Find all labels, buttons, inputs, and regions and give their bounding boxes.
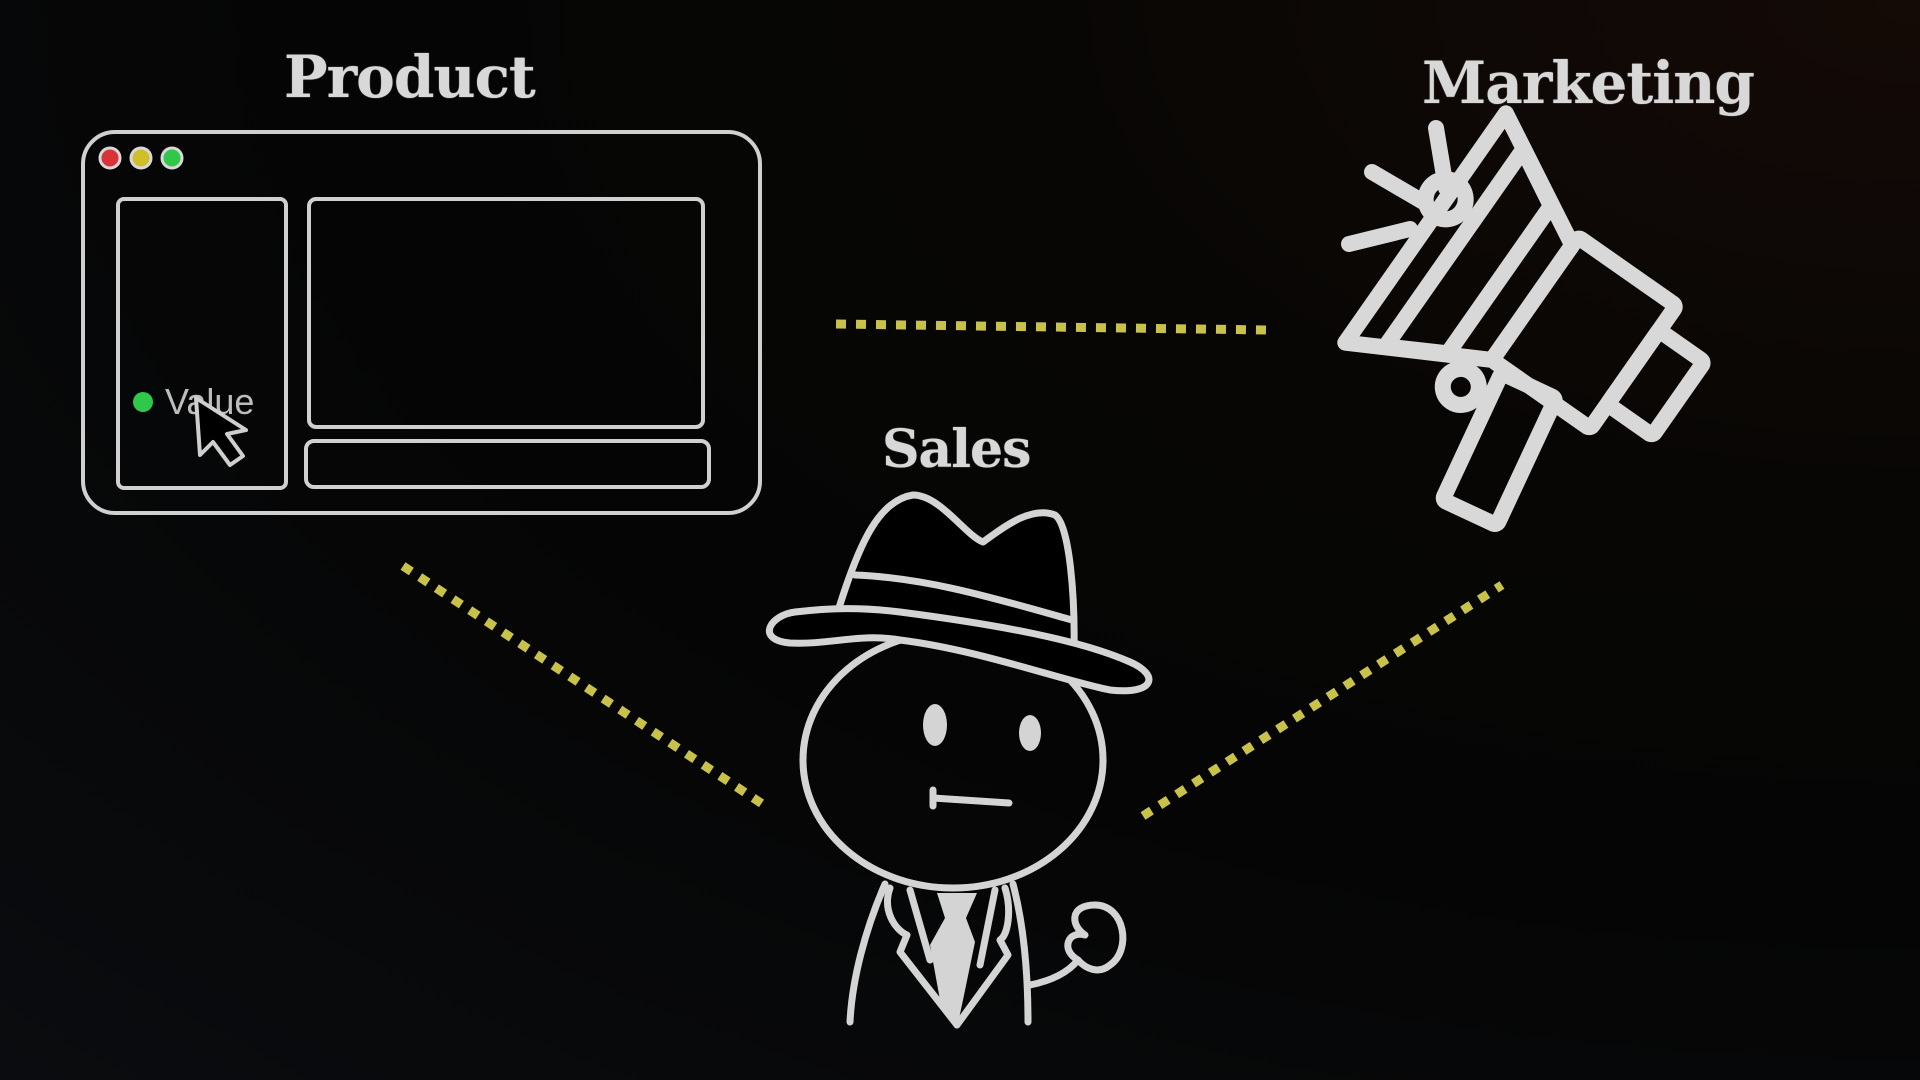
window-frame	[81, 130, 762, 515]
shirt-right	[976, 886, 999, 969]
left-eye	[923, 704, 947, 746]
marketing-label: Marketing	[1422, 49, 1755, 117]
megaphone-knob-top	[1417, 171, 1474, 228]
lapel-left	[884, 884, 961, 1029]
hat-brim	[765, 605, 1153, 695]
megaphone-handle	[1435, 366, 1563, 532]
connector-product-sales	[400, 562, 767, 809]
tie-icon	[930, 893, 977, 1028]
value-status-dot-icon	[133, 392, 153, 412]
close-dot-icon	[98, 146, 122, 170]
connector-product-marketing	[835, 319, 1269, 335]
body-right	[1009, 880, 1032, 1026]
maximize-dot-icon	[160, 146, 184, 170]
body-left	[846, 880, 889, 1026]
mouth	[929, 794, 1013, 807]
hat-band	[851, 571, 1076, 624]
minimize-dot-icon	[129, 146, 153, 170]
lapel-right	[953, 884, 1013, 1029]
sound-line-2	[1364, 164, 1433, 211]
content-panel	[307, 197, 705, 429]
shirt-left	[906, 886, 934, 964]
product-label: Product	[284, 43, 536, 111]
sound-line-3	[1341, 221, 1418, 252]
fist-icon	[1064, 901, 1127, 974]
sidebar-panel	[116, 197, 288, 490]
megaphone-rim	[1377, 141, 1559, 362]
sales-label: Sales	[882, 419, 1031, 480]
megaphone-knob-bottom	[1434, 360, 1487, 413]
right-eye	[1019, 715, 1041, 751]
mouse-cursor-icon	[194, 396, 248, 467]
megaphone-cap	[1601, 323, 1711, 443]
bottom-bar	[304, 439, 711, 489]
